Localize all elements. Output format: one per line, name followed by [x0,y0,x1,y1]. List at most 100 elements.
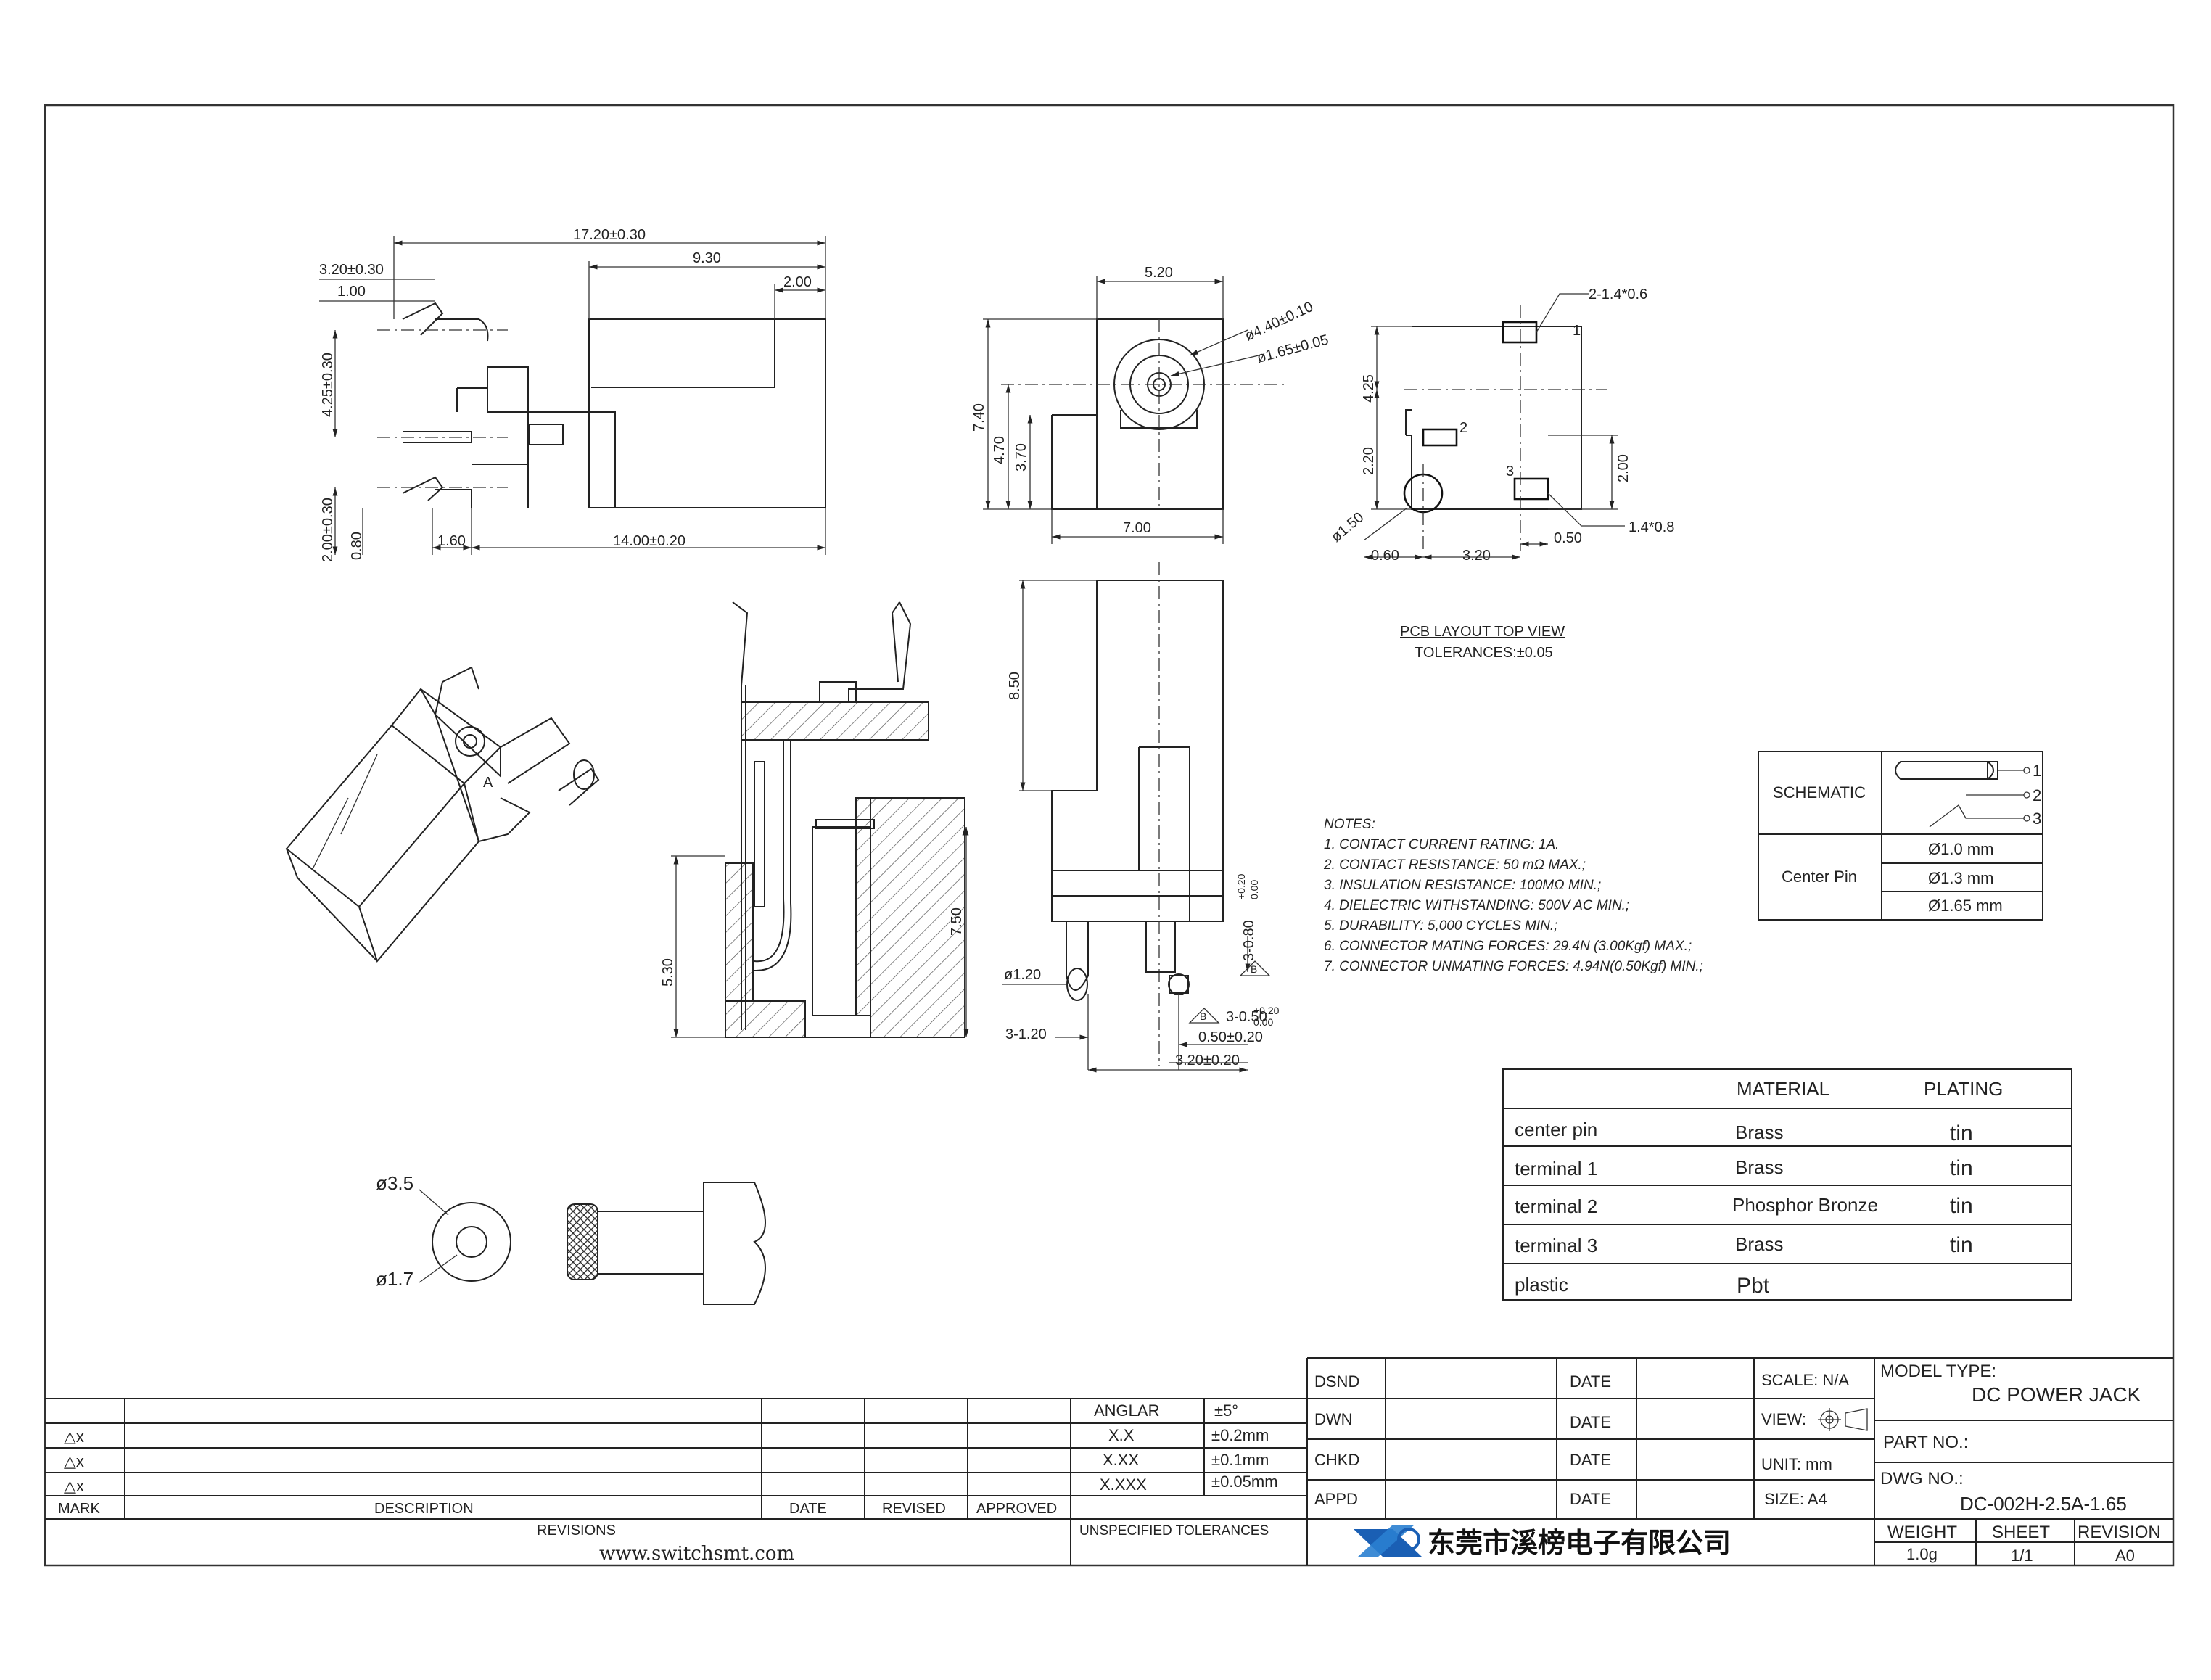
mark-symbol: △x [64,1477,84,1495]
row-part: center pin [1515,1119,1597,1140]
row-part: terminal 3 [1515,1235,1597,1256]
dim-425-left: 4.25±0.30 [320,353,336,417]
isometric-view: A [285,666,600,963]
row-material: Brass [1735,1156,1783,1178]
row-material: Brass [1735,1121,1783,1143]
row-plating: tin [1950,1156,1973,1180]
dim-1400: 14.00±0.20 [613,533,685,549]
side-dim-050-tol-up: +0.20 [1253,1005,1280,1016]
dim-930: 9.30 [693,250,721,266]
dwg-no-label: DWG NO.: [1880,1469,1964,1488]
pcb-dim-220: 2.20 [1361,447,1377,475]
side-dim-080: 3-0.80 [1241,920,1257,961]
dim-520: 5.20 [1145,265,1173,281]
sheet-label: SHEET [1992,1523,2050,1542]
row-material: Brass [1735,1233,1783,1255]
schematic-pin-1: 1 [2033,762,2041,780]
col-revised: REVISED [882,1501,946,1517]
row-part: plastic [1515,1274,1568,1296]
scale-label: SCALE: N/A [1761,1371,1849,1389]
size-label: SIZE: A4 [1764,1490,1827,1508]
col-mark: MARK [58,1501,100,1517]
sec-dim-530: 5.30 [660,958,676,987]
dim-200-left: 2.00±0.30 [320,498,336,562]
dim-370: 3.70 [1013,443,1029,472]
note-3: 3. INSULATION RESISTANCE: 100MΩ MIN.; [1324,878,1601,893]
dsnd-label: DSND [1314,1372,1359,1391]
plug-detail: ø3.5 ø1.7 [376,1172,766,1305]
dim-080-left: 0.80 [349,532,365,560]
center-pin-option-3: Ø1.65 mm [1928,897,2003,915]
pcb-hole-3 [1513,477,1549,501]
model-type-label: MODEL TYPE: [1880,1362,1996,1381]
note-5: 5. DURABILITY: 5,000 CYCLES MIN.; [1324,918,1557,934]
pcb-dim-320: 3.20 [1462,548,1491,564]
unit-label: UNIT: mm [1761,1455,1832,1473]
note-7: 7. CONNECTOR UNMATING FORCES: 4.94N(0.50… [1324,959,1703,974]
schematic-pin-3: 3 [2033,810,2041,828]
pcb-dim-200: 2.00 [1615,454,1631,482]
dim-470: 4.70 [992,436,1008,464]
chkd-label: CHKD [1314,1451,1359,1469]
side-dim-120: ø1.20 [1004,967,1041,983]
dim-160: 1.60 [437,533,466,549]
section-view: 5.30 7.50 [660,601,969,1038]
appd-label: APPD [1314,1490,1358,1508]
side-dim-080-tol-up: +0.20 [1235,873,1247,899]
tol-value: ±0.1mm [1211,1451,1269,1469]
center-pin-option-1: Ø1.0 mm [1928,840,1993,858]
material-table: MATERIAL PLATING center pin Brass tin te… [1502,1068,2072,1301]
datum-mark-1: B [1200,1010,1206,1022]
tol-label: ANGLAR [1094,1401,1159,1420]
dim-200-top: 2.00 [783,274,812,290]
row-plating: tin [1950,1194,1973,1218]
projection-icon [1818,1408,1868,1431]
date-label: DATE [1570,1413,1611,1431]
model-type: DC POWER JACK [1972,1383,2141,1406]
pcb-pin3: 3 [1506,464,1514,479]
center-pin-label: Center Pin [1782,868,1857,886]
pcb-pin2: 2 [1459,420,1467,436]
row-part: terminal 2 [1515,1195,1597,1217]
weight-label: WEIGHT [1887,1523,1957,1542]
side-dim-050: 3-0.50 [1226,1009,1267,1025]
sheet-border [44,104,2175,1567]
note-2: 2. CONTACT RESISTANCE: 50 mΩ MAX.; [1323,857,1586,873]
pcb-dim-060: 0.60 [1371,548,1399,564]
pcb-dim-425: 4.25 [1361,374,1377,403]
sec-dim-750: 7.50 [949,907,965,936]
iso-mark: A [483,775,493,791]
tol-value: ±0.2mm [1211,1426,1269,1444]
side-dim-320: 3.20±0.20 [1175,1053,1240,1068]
notes-heading: NOTES: [1324,817,1375,832]
dim-740: 7.40 [971,403,987,432]
tol-label: X.X [1108,1426,1135,1444]
title-block: DSND DWN CHKD APPD DATE DATE DATE DATE S… [1307,1357,2173,1565]
pcb-dim-hole3: 1.4*0.8 [1629,519,1674,535]
row-material: Phosphor Bronze [1732,1194,1878,1216]
tol-label: X.XX [1103,1451,1139,1469]
pcb-layout-tolerance: TOLERANCES:±0.05 [1415,645,1553,661]
schematic-label: SCHEMATIC [1773,783,1866,802]
date-label: DATE [1570,1490,1611,1508]
front-view: 5.20 ø4.40±0.10 ø1.65±0.05 7.40 4.70 3.7… [971,265,1330,544]
date-label: DATE [1570,1372,1611,1391]
pcb-dim-hole1: 2-1.4*0.6 [1589,287,1647,302]
note-6: 6. CONNECTOR MATING FORCES: 29.4N (3.00K… [1324,939,1692,954]
schematic-pin-2: 2 [2033,786,2041,804]
side-dim-050b: 0.50±0.20 [1198,1029,1263,1045]
pcb-hole-2 [1422,428,1458,447]
weight-value: 1.0g [1906,1545,1938,1563]
pcb-layout-view: 2-1.4*0.6 1 2 3 4.25 2.20 2.00 ø1.50 0.6… [1328,287,1674,661]
side-profile-view: 8.50 3-0.80 +0.20 0.00 ø1.20 3-1.20 3-0.… [1002,562,1280,1073]
row-plating: tin [1950,1233,1973,1257]
plating-header: PLATING [1924,1078,2003,1100]
note-1: 1. CONTACT CURRENT RATING: 1A. [1324,837,1559,852]
side-dim-050-tol-dn: 0.00 [1253,1016,1273,1028]
company-name: 东莞市溪榜电子有限公司 [1428,1527,1731,1559]
row-part: terminal 1 [1515,1158,1597,1179]
pcb-dim-050: 0.50 [1554,530,1582,546]
website-text: www.switchsmt.com [599,1543,794,1565]
dim-100: 1.00 [337,284,366,300]
material-header: MATERIAL [1737,1078,1829,1100]
